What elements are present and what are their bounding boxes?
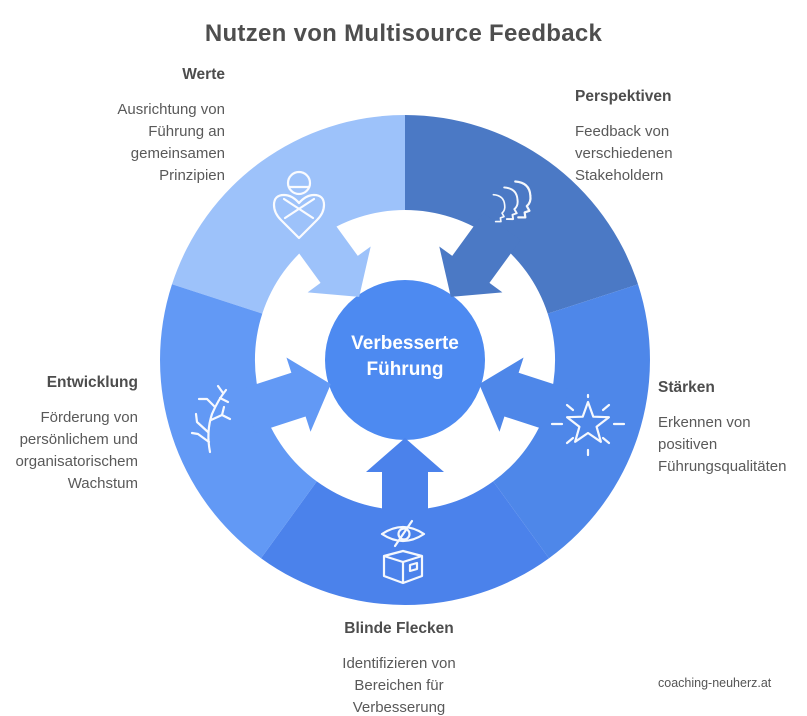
description-line: Führung an <box>148 123 225 140</box>
center-circle <box>325 280 485 440</box>
description-line: verschiedenen <box>575 145 673 162</box>
description-line: Wachstum <box>67 475 138 492</box>
description-line: Bereichen für <box>354 677 444 694</box>
description-line: Stakeholdern <box>575 167 664 184</box>
segment-description: Förderung von persönlichem und organisat… <box>0 407 138 495</box>
watermark: coaching-neuherz.at <box>658 676 772 690</box>
page-title: Nutzen von Multisource Feedback <box>204 20 603 47</box>
description-line: Ausrichtung von <box>117 101 225 118</box>
description-line: Prinzipien <box>159 167 225 184</box>
label-werte: Werte Ausrichtung von Führung an gemeins… <box>0 66 225 187</box>
segment-heading: Blinde Flecken <box>344 620 454 637</box>
segment-werte <box>172 115 405 314</box>
description-line: Identifizieren von <box>342 655 456 672</box>
segment-heading: Werte <box>182 66 225 83</box>
description-line: persönlichem und <box>19 431 138 448</box>
description-line: Förderung von <box>40 409 138 426</box>
description-line: Erkennen von <box>658 414 751 431</box>
label-entwicklung: Entwicklung Förderung von persönlichem u… <box>0 374 138 495</box>
segment-description: Erkennen von positiven Führungsqualitäte… <box>658 412 807 478</box>
segment-description: Feedback von verschiedenen Stakeholdern <box>575 121 780 187</box>
sparkle-star-icon <box>550 393 626 457</box>
description-line: Führungsqualitäten <box>658 458 787 475</box>
segment-perspektiven <box>405 115 638 314</box>
label-perspektiven: Perspektiven Feedback von verschiedenen … <box>575 88 780 187</box>
center-label-line1: Verbesserte <box>351 333 459 354</box>
label-staerken: Stärken Erkennen von positiven Führungsq… <box>658 379 807 478</box>
description-line: Verbesserung <box>352 699 446 716</box>
segment-blinde-flecken <box>261 481 549 605</box>
faces-echo-icon <box>492 180 532 223</box>
segment-description: Identifizieren von Bereichen für Verbess… <box>289 653 509 716</box>
arrow-werte <box>289 212 371 297</box>
arrow-blinde-flecken <box>366 438 444 525</box>
center-label-line2: Führung <box>366 359 444 380</box>
segment-heading: Entwicklung <box>46 374 138 391</box>
segment-description: Ausrichtung von Führung an gemeinsamen P… <box>0 99 225 187</box>
description-line: organisatorischem <box>15 453 138 470</box>
segment-entwicklung <box>160 284 317 559</box>
label-blinde-flecken: Blinde Flecken Identifizieren von Bereic… <box>289 620 509 716</box>
segment-heading: Stärken <box>658 379 715 396</box>
hidden-eye-box-icon <box>380 519 426 585</box>
arrow-entwicklung <box>240 357 331 433</box>
arrow-perspektiven <box>439 212 521 297</box>
segment-heading: Perspektiven <box>575 88 672 105</box>
description-line: Feedback von <box>575 123 670 140</box>
description-line: gemeinsamen <box>130 145 225 162</box>
arrow-staerken <box>479 357 570 433</box>
description-line: positiven <box>658 436 718 453</box>
center-label: Verbesserte Führung <box>315 331 495 383</box>
person-heart-icon <box>272 170 326 240</box>
inward-arrows <box>240 212 570 525</box>
branch-growth-icon <box>190 384 232 454</box>
